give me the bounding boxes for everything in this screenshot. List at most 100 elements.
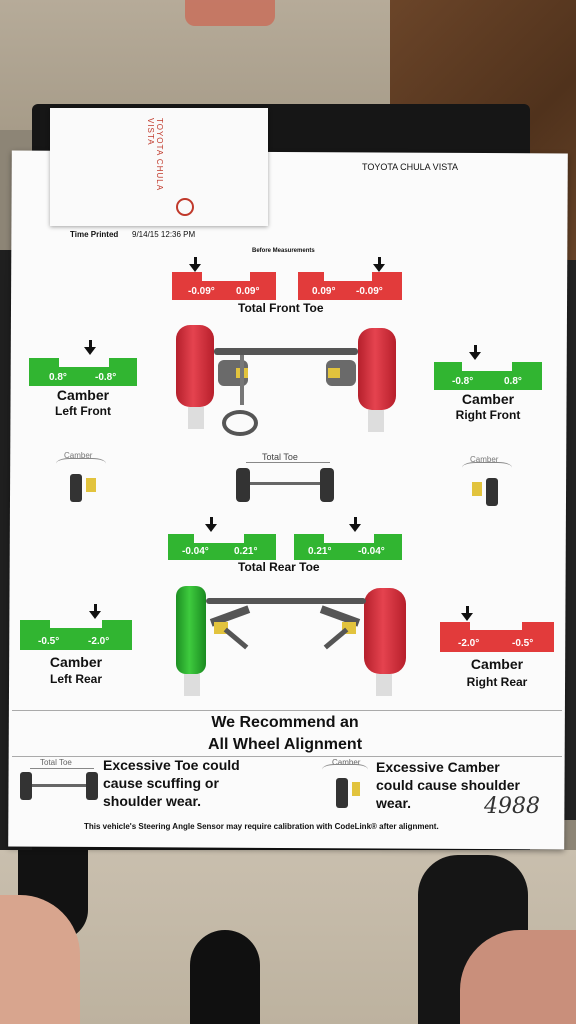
camber-diagram-right-spring-icon <box>472 482 482 496</box>
camber-right-rear-arrow-icon <box>461 613 473 621</box>
toe-warning-line-2: cause scuffing or <box>103 775 219 791</box>
steering-wheel-icon <box>222 410 258 436</box>
rear-toe-left-value-b: 0.21° <box>234 546 258 557</box>
time-printed-value: 9/14/15 12:36 PM <box>132 230 196 239</box>
camber-right-front-arrow-stem <box>474 345 477 353</box>
rear-left-tire <box>176 586 206 674</box>
camber-right-front-value-b: 0.8° <box>504 376 522 387</box>
rear-toe-left-gauge: -0.04° 0.21° <box>168 530 276 560</box>
front-toe-right-gauge: 0.09° -0.09° <box>298 268 402 300</box>
recommend-line-2: All Wheel Alignment <box>207 736 363 753</box>
camber-diagram-left-label: Camber <box>64 451 93 460</box>
knee-left <box>0 895 80 1024</box>
camber-warning-diagram-label: Camber <box>332 758 361 767</box>
camber-right-rear-sub: Right Rear <box>466 675 528 689</box>
rear-toe-left-value-a: -0.04° <box>182 546 209 557</box>
front-toe-left-value-a: -0.09° <box>188 286 215 297</box>
camber-warning-arc <box>322 764 368 775</box>
camber-left-rear-gauge: -0.5° -2.0° <box>20 618 132 650</box>
camber-left-front-title: Camber <box>56 387 110 403</box>
rear-toe-title: Total Rear Toe <box>238 560 320 574</box>
front-toe-right-value-b: -0.09° <box>356 286 383 297</box>
camber-right-front-gauge: -0.8° 0.8° <box>434 356 542 390</box>
camber-diagram-left-spring-icon <box>86 478 96 492</box>
toe-warning-right-tire-icon <box>86 772 98 800</box>
divider-bottom <box>12 756 562 757</box>
toe-warning-line-1: Excessive Toe could <box>103 757 240 773</box>
rear-toe-right-arrow-icon <box>349 524 361 532</box>
toe-warning-left-tire-icon <box>20 772 32 800</box>
camber-left-rear-arrow-stem <box>94 604 97 612</box>
camber-warning-line-2: could cause shoulder <box>376 777 520 793</box>
camber-right-front-arrow-icon <box>469 352 481 360</box>
front-left-tire <box>176 325 214 407</box>
rear-toe-right-arrow-stem <box>354 517 357 525</box>
toe-warning-axle <box>32 784 86 787</box>
total-toe-diagram-line <box>246 462 330 463</box>
sticky-note-text: TOYOTA CHULA VISTA <box>146 118 164 191</box>
camber-left-rear-value-a: -0.5° <box>38 636 60 647</box>
time-printed-label: Time Printed <box>70 230 119 239</box>
camber-left-front-value-a: 0.8° <box>49 372 67 383</box>
front-toe-right-value-a: 0.09° <box>312 286 336 297</box>
dealer-name: TOYOTA CHULA VISTA <box>362 162 459 172</box>
toyota-logo-icon <box>176 198 194 216</box>
rear-left-lift-post <box>184 674 200 696</box>
rear-toe-left-arrow-stem <box>210 517 213 525</box>
total-toe-diagram-left-tire-icon <box>236 468 250 502</box>
toe-warning-diagram-line <box>30 768 94 769</box>
camber-right-front-value-a: -0.8° <box>452 376 474 387</box>
toe-warning-diagram-label: Total Toe <box>40 758 72 767</box>
front-toe-left-arrow-icon <box>189 264 201 272</box>
rear-toe-right-value-b: -0.04° <box>358 546 385 557</box>
camber-right-rear-value-b: -0.5° <box>512 638 534 649</box>
camber-right-rear-value-a: -2.0° <box>458 638 480 649</box>
sticky-note <box>50 108 268 226</box>
camber-warning-spring-icon <box>352 782 360 796</box>
camber-right-rear-gauge: -2.0° -0.5° <box>440 620 554 652</box>
camber-right-rear-arrow-stem <box>466 606 469 614</box>
front-toe-title: Total Front Toe <box>238 301 324 315</box>
recommend-line-1: We Recommend an <box>211 714 359 731</box>
front-right-lift-post <box>368 410 384 432</box>
front-toe-right-arrow-icon <box>373 264 385 272</box>
total-toe-diagram-axle <box>250 482 320 485</box>
front-toe-left-value-b: 0.09° <box>236 286 260 297</box>
red-object <box>185 0 275 26</box>
camber-left-rear-value-b: -2.0° <box>88 636 110 647</box>
camber-left-rear-sub: Left Rear <box>49 672 102 686</box>
camber-right-front-sub: Right Front <box>455 408 521 422</box>
camber-diagram-left-tire-icon <box>70 474 82 502</box>
camber-left-front-sub: Left Front <box>55 404 111 418</box>
rear-toe-right-gauge: 0.21° -0.04° <box>294 530 402 560</box>
rear-toe-right-value-a: 0.21° <box>308 546 332 557</box>
front-toe-right-arrow-stem <box>378 257 381 265</box>
camber-warning-tire-icon <box>336 778 348 808</box>
camber-left-front-gauge: 0.8° -0.8° <box>29 352 137 386</box>
front-toe-left-arrow-stem <box>194 257 197 265</box>
rear-axle <box>206 598 366 604</box>
camber-right-rear-title: Camber <box>470 656 524 672</box>
divider-top <box>12 710 562 711</box>
front-toe-left-gauge: -0.09° 0.09° <box>172 268 276 300</box>
front-right-spring <box>328 368 340 378</box>
rear-right-lift-post <box>376 674 392 696</box>
knee-right <box>460 930 576 1024</box>
total-toe-diagram-right-tire-icon <box>320 468 334 502</box>
camber-arc-right <box>462 462 512 473</box>
total-toe-diagram-label: Total Toe <box>262 452 298 462</box>
shoe-middle <box>190 930 260 1024</box>
camber-warning-line-1: Excessive Camber <box>376 759 500 775</box>
camber-diagram-right-label: Camber <box>470 455 499 464</box>
toe-warning-line-3: shoulder wear. <box>103 793 202 809</box>
front-left-lift-post <box>188 407 204 429</box>
footer-note: This vehicle's Steering Angle Sensor may… <box>84 822 439 831</box>
camber-arc-left <box>56 458 106 469</box>
section-title: Before Measurements <box>252 248 315 254</box>
camber-warning-line-3: wear. <box>376 795 412 811</box>
camber-right-front-title: Camber <box>461 391 515 407</box>
steering-column <box>240 355 244 405</box>
front-right-tire <box>358 328 396 410</box>
handwritten-number: 4988 <box>484 794 540 819</box>
camber-left-front-value-b: -0.8° <box>95 372 117 383</box>
